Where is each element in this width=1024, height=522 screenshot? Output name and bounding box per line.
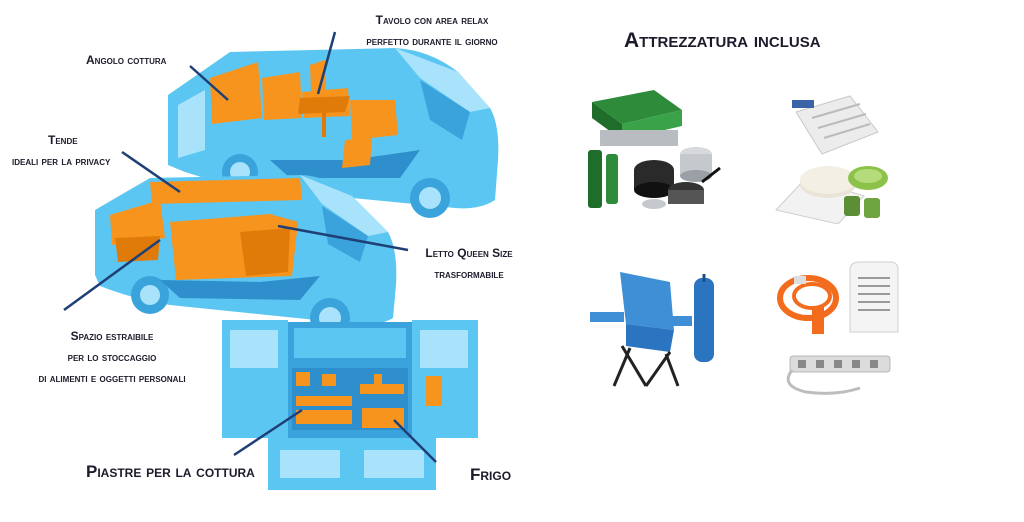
equipment-title: Attrezzatura inclusa — [624, 29, 821, 52]
van-rear-illustration — [222, 320, 478, 490]
label-tavolo: Tavolo con area relax perfetto durante i… — [342, 14, 522, 47]
tende-line2: ideali per la privacy — [12, 154, 111, 168]
van-top-illustration — [168, 48, 499, 218]
label-angolo-cottura: Angolo cottura — [86, 54, 166, 66]
heater-extension-cord-power-strip-icon — [777, 261, 899, 395]
fridge — [362, 408, 404, 428]
kitchen-unit — [210, 62, 262, 124]
table — [298, 96, 350, 114]
label-letto: Letto Queen Size trasformabile — [410, 247, 528, 280]
label-frigo: Frigo — [470, 466, 511, 483]
label-tende: Tende ideali per la privacy — [12, 134, 110, 167]
angolo-cottura-text: Angolo cottura — [86, 53, 167, 67]
spazio-line2: per lo stoccaggio — [67, 350, 157, 364]
frigo-text: Frigo — [470, 465, 512, 484]
leader-lines — [63, 31, 437, 463]
cutlery-plates-mugs-icon — [775, 95, 888, 224]
tavolo-line2: perfetto durante il giorno — [366, 34, 498, 48]
tende-line1: Tende — [48, 133, 78, 147]
folding-camping-chair-icon — [590, 272, 714, 387]
tavolo-line1: Tavolo con area relax — [375, 13, 489, 27]
curtains — [150, 178, 302, 204]
spazio-line3: di alimenti e oggetti personali — [38, 371, 186, 385]
van-middle-illustration — [95, 175, 397, 338]
label-piastre: Piastre per la cottura — [86, 463, 255, 480]
label-spazio: Spazio estraibile per lo stoccaggio di a… — [12, 330, 212, 384]
spazio-line1: Spazio estraibile — [70, 329, 154, 343]
letto-line1: Letto Queen Size — [425, 246, 513, 260]
piastre-text: Piastre per la cottura — [86, 462, 255, 481]
letto-line2: trasformabile — [434, 267, 504, 281]
camping-stove-cookware-icon — [588, 90, 721, 209]
